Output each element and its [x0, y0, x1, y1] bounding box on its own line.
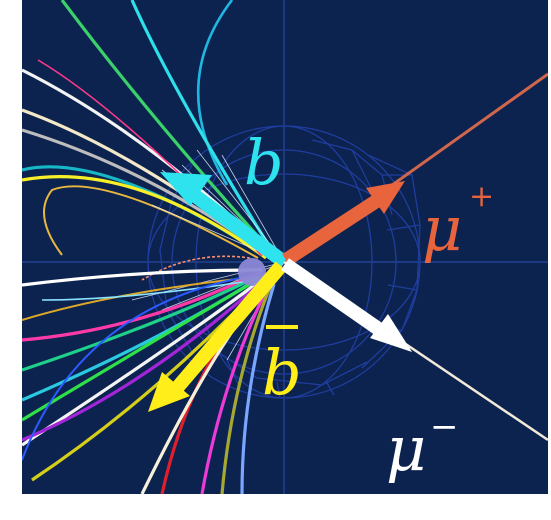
svg-text:+: +: [469, 179, 494, 214]
b-jet-tracks: [22, 0, 276, 281]
mu-minus-label: μ −: [386, 407, 459, 485]
svg-text:μ: μ: [386, 412, 426, 485]
bbar-label: b: [262, 325, 302, 409]
bbar-jet-tracks: [22, 268, 276, 494]
svg-text:−: −: [430, 407, 459, 447]
event-display-canvas: b b μ + μ −: [22, 0, 548, 494]
mu-plus-arrow: [282, 181, 405, 266]
svg-text:μ: μ: [422, 192, 462, 265]
detector-axes: [22, 0, 548, 494]
mu-plus-label: μ +: [422, 179, 494, 265]
mu-minus-arrow: [281, 258, 412, 352]
bbar-jet-arrow: [148, 261, 287, 412]
b-jet-arrow: [160, 172, 289, 268]
primary-vertex: [238, 258, 266, 286]
svg-text:b: b: [262, 336, 302, 409]
b-label: b: [244, 126, 284, 199]
track-arc-top: [196, 0, 234, 186]
